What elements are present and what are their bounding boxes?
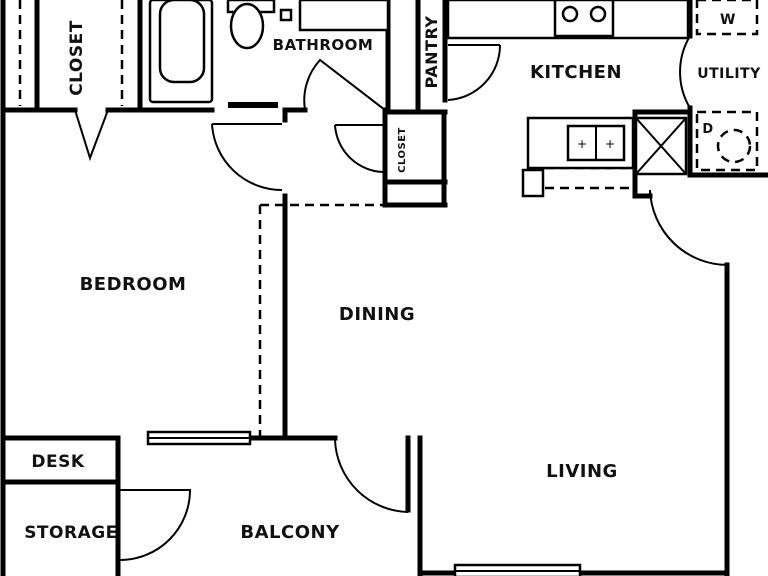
room-label-bathroom: BATHROOM: [273, 36, 374, 54]
toilet-bowl: [229, 2, 265, 50]
room-label-pantry: PANTRY: [422, 16, 441, 89]
bathroom-fixtures: [148, 0, 390, 104]
room-label-bedroom: BEDROOM: [80, 274, 187, 295]
room-label-closet: CLOSET: [67, 20, 87, 96]
washer-label: W: [720, 12, 736, 28]
room-label-balcony: BALCONY: [240, 522, 340, 543]
utility-appliances: W D: [695, 0, 759, 172]
room-labels: CLOSET BATHROOM PANTRY KITCHEN UTILITY C…: [24, 16, 761, 543]
drain-icon: +: [577, 137, 587, 151]
bath-vent: [228, 102, 278, 108]
dryer-label: D: [702, 122, 713, 137]
burner-icon: [589, 5, 607, 23]
room-label-utility: UTILITY: [697, 66, 761, 82]
bar-end: [521, 168, 545, 198]
burner-icon: [561, 5, 579, 23]
room-label-storage: STORAGE: [24, 523, 118, 543]
room-label-living: LIVING: [546, 461, 618, 482]
bathtub-basin: [158, 0, 206, 84]
drain-icon: +: [605, 137, 615, 151]
washer: [695, 0, 759, 36]
doors: [74, 35, 728, 561]
dryer-drum: [716, 128, 752, 164]
room-label-desk: DESK: [31, 452, 84, 472]
windows: [146, 102, 582, 576]
room-label-kitchen: KITCHEN: [530, 62, 622, 83]
kitchen-fixtures: + +: [446, 0, 690, 198]
dryer: [695, 110, 759, 172]
room-label-dining: DINING: [339, 304, 415, 325]
vanity-counter: [298, 0, 390, 32]
room-label-small-closet: CLOSET: [397, 127, 408, 173]
faucet-icon: [279, 8, 293, 22]
